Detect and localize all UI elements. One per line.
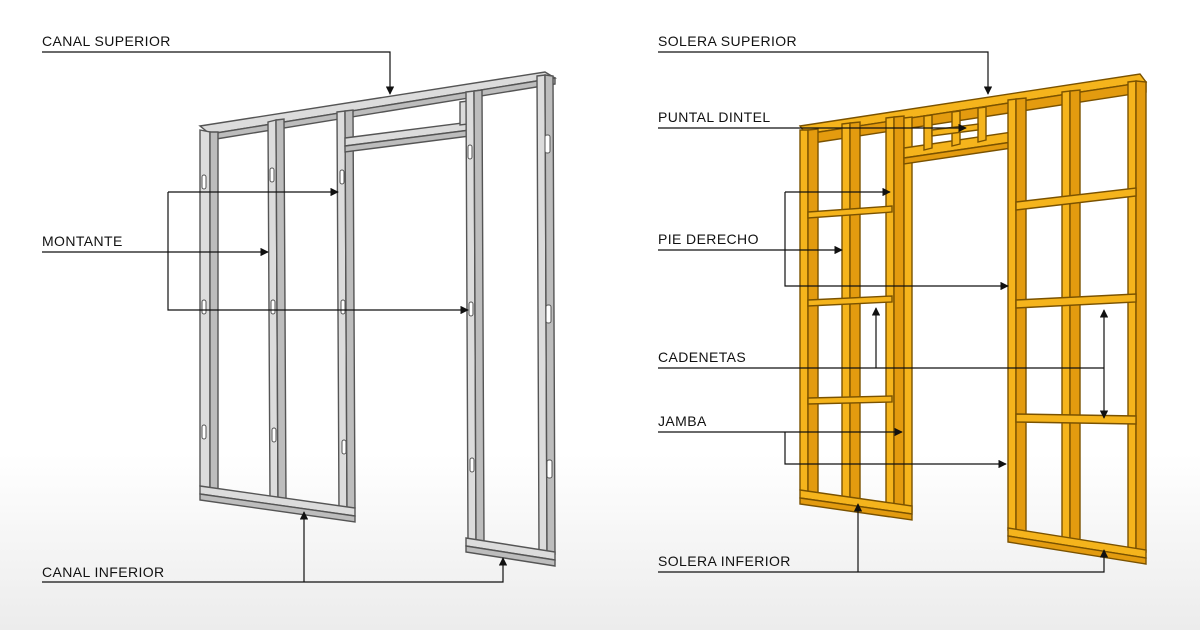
leader-montante-c: [167, 192, 469, 315]
steel-leaders: [42, 51, 508, 583]
steel-bottom-track-left-lip: [199, 493, 356, 523]
steel-top-track: [198, 71, 558, 135]
label-montante: MONTANTE: [42, 233, 123, 249]
label-solera-superior: SOLERA SUPERIOR: [658, 33, 798, 49]
label-solera-inferior: SOLERA INFERIOR: [658, 553, 791, 569]
wood-stud-jamb-right-face: [1015, 97, 1027, 533]
wood-stud-left: [799, 129, 809, 493]
leader-canal-superior: [42, 51, 395, 95]
wood-stud-left-face: [807, 128, 819, 495]
wood-blocking: [807, 205, 893, 219]
steel-hole: [469, 457, 475, 473]
steel-hole: [339, 169, 345, 185]
steel-stud-jamb-face: [473, 89, 485, 543]
wood-cripple-1: [923, 114, 933, 151]
wood-stud-jamb-left: [903, 116, 913, 513]
steel-hole: [545, 304, 552, 324]
wood-cripple-3: [977, 106, 987, 143]
steel-bottom-track-right-lip: [465, 545, 556, 567]
wood-stud-r2: [1061, 90, 1071, 541]
steel-hole: [544, 134, 551, 154]
label-canal-inferior: CANAL INFERIOR: [42, 564, 165, 580]
leader-solera-inferior-a: [658, 549, 1109, 573]
wood-stud-2: [841, 122, 851, 501]
wood-frame: [798, 73, 1148, 565]
steel-hole: [201, 174, 207, 190]
wood-stud-3-face: [893, 115, 905, 511]
wood-stud-end: [1127, 80, 1137, 551]
steel-hole: [201, 299, 207, 315]
steel-frame: [198, 71, 558, 567]
steel-hole: [467, 144, 473, 160]
wood-blocking: [1015, 187, 1137, 211]
wood-stud-3: [885, 116, 895, 509]
steel-hole: [546, 459, 553, 479]
wood-stud-r2-face: [1069, 89, 1081, 543]
steel-hole: [271, 427, 277, 443]
leader-solera-superior: [658, 51, 993, 95]
wood-stud-jamb-right: [1007, 98, 1017, 531]
steel-top-track-lip: [209, 77, 556, 141]
steel-hole: [270, 299, 276, 315]
steel-hole: [269, 167, 275, 183]
steel-hole: [341, 439, 347, 455]
steel-stud-left-face: [209, 131, 219, 491]
wood-blocking: [807, 395, 893, 405]
leader-jamba-b: [784, 432, 1007, 469]
label-jamba: JAMBA: [658, 413, 707, 429]
wood-blocking: [807, 295, 893, 307]
leader-pie-derecho-b: [784, 192, 1009, 291]
label-pie-derecho: PIE DERECHO: [658, 231, 759, 247]
label-cadenetas: CADENETAS: [658, 349, 747, 365]
wood-leaders: [658, 51, 1109, 573]
wood-stud-end-face: [1135, 80, 1147, 553]
wood-stud-2-face: [849, 121, 861, 503]
leader-canal-inferior-a: [42, 557, 508, 583]
steel-hole: [340, 299, 346, 315]
label-canal-superior: CANAL SUPERIOR: [42, 33, 171, 49]
steel-hole: [201, 424, 207, 440]
wood-blocking: [1015, 413, 1137, 425]
wood-blocking: [1015, 293, 1137, 309]
steel-hole: [468, 301, 474, 317]
label-puntal-dintel: PUNTAL DINTEL: [658, 109, 771, 125]
